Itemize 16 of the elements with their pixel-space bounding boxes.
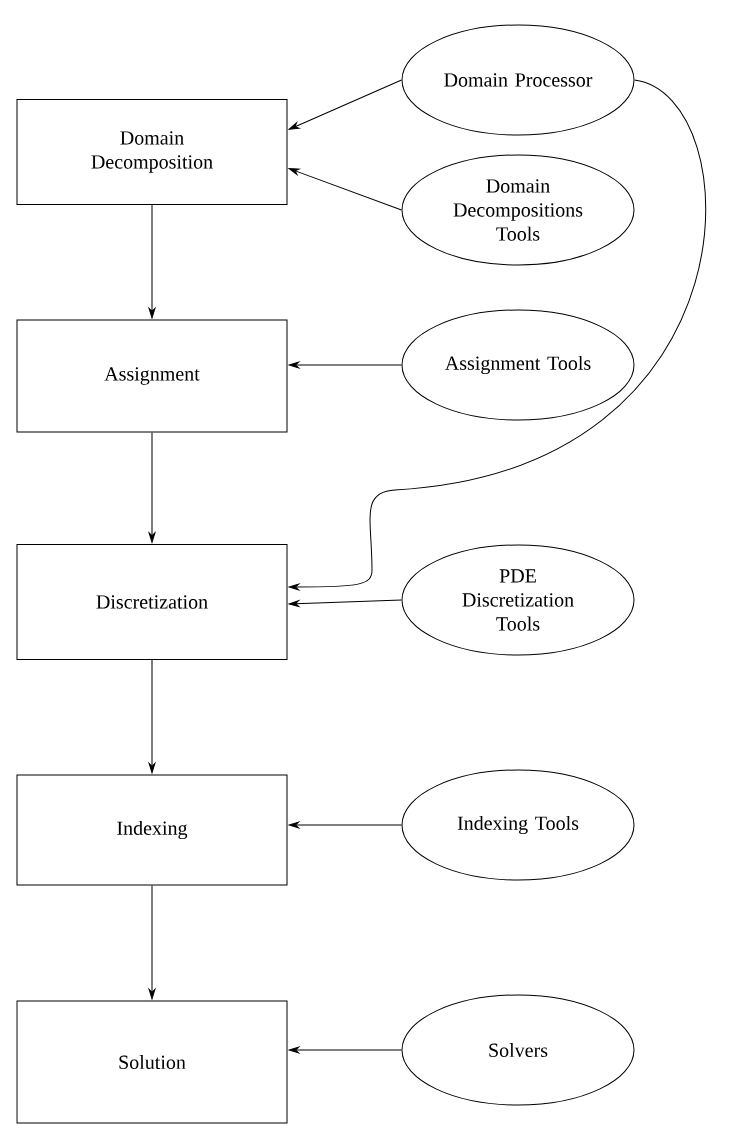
arrow (148, 885, 156, 1000)
arrow (288, 79, 706, 591)
arrow (148, 432, 156, 543)
arrow (288, 599, 402, 608)
arrow (148, 659, 156, 774)
arrow (288, 1046, 402, 1054)
process-box: Domain Decomposition (16, 99, 288, 205)
process-box: Indexing (16, 774, 288, 886)
process-box: Solution (16, 1000, 288, 1124)
arrow (288, 821, 402, 829)
arrow (288, 361, 402, 369)
arrow (288, 168, 402, 211)
arrow (148, 204, 156, 319)
arrow (288, 79, 402, 130)
process-box: Assignment (16, 319, 288, 433)
process-box: Discretization (16, 544, 288, 660)
